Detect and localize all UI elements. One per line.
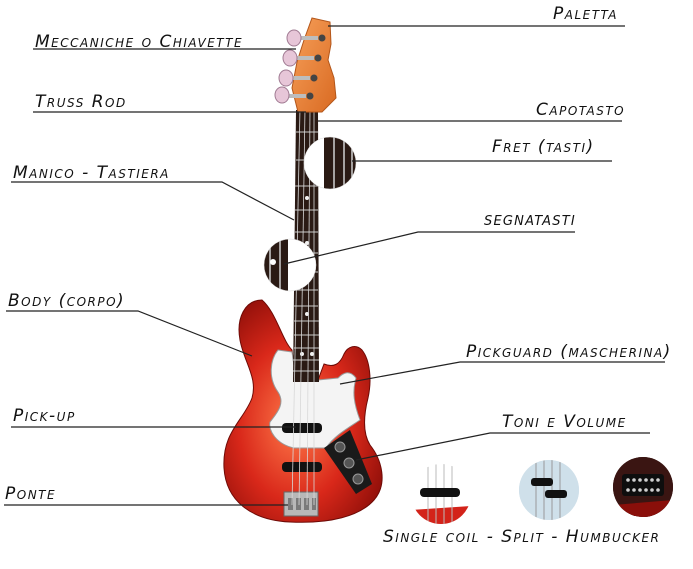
single-coil-sample	[411, 464, 471, 524]
leader-manico	[11, 181, 295, 221]
volume-knob	[334, 441, 346, 453]
label-meccaniche: Meccaniche o Chiavette	[35, 32, 244, 52]
leader-segnatasti	[283, 231, 575, 265]
label-body: Body (corpo)	[8, 291, 126, 311]
leader-toni-volume	[355, 432, 650, 461]
fret-zoom-circle	[303, 136, 357, 190]
volume2-knob	[352, 473, 364, 485]
neck-pickup	[282, 423, 322, 433]
split-sample	[519, 460, 579, 520]
label-pickup: Pick-up	[13, 406, 76, 426]
label-pickguard: Pickguard (mascherina)	[466, 342, 672, 362]
leader-body	[6, 310, 253, 357]
tuning-pegs	[274, 29, 318, 104]
leader-lines	[4, 25, 665, 506]
bridge	[283, 491, 319, 517]
label-truss-rod: Truss Rod	[35, 92, 127, 112]
label-pickup-types: Single coil - Split - Humbucker	[383, 527, 661, 547]
humbucker-sample	[613, 457, 673, 517]
label-ponte: Ponte	[5, 484, 57, 504]
label-segnatasti: segnatasti	[484, 214, 576, 229]
label-manico: Manico - Tastiera	[13, 163, 170, 183]
label-toni-volume: Toni e Volume	[502, 412, 627, 432]
label-fret: Fret (tasti)	[492, 137, 595, 157]
label-paletta: Paletta	[553, 4, 618, 24]
label-capotasto: Capotasto	[536, 100, 626, 120]
bridge-pickup	[282, 462, 322, 472]
tone-knob	[343, 457, 355, 469]
control-plate	[324, 430, 372, 494]
leader-pickguard	[339, 361, 665, 385]
